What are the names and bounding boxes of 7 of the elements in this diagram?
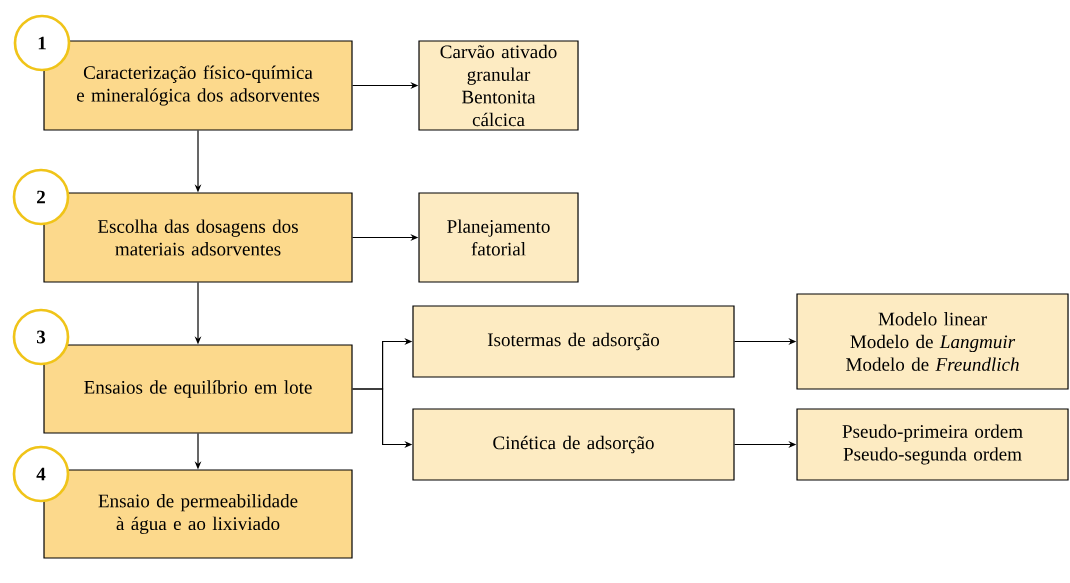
result-box: Planejamento fatorial xyxy=(418,192,579,283)
result-box: Cinética de adsorção xyxy=(412,408,735,481)
result-box: Carvão ativado granular Bentonita cálcica xyxy=(418,40,579,131)
result-box: Modelo linear Modelo de Langmuir Modelo de Freundlich xyxy=(796,293,1069,390)
step-box: Ensaios de equilíbrio em lote xyxy=(43,344,353,434)
result-box: Pseudo-primeira ordem Pseudo-segunda ordem xyxy=(796,408,1069,481)
result-box: Isotermas de adsorção xyxy=(412,305,735,378)
